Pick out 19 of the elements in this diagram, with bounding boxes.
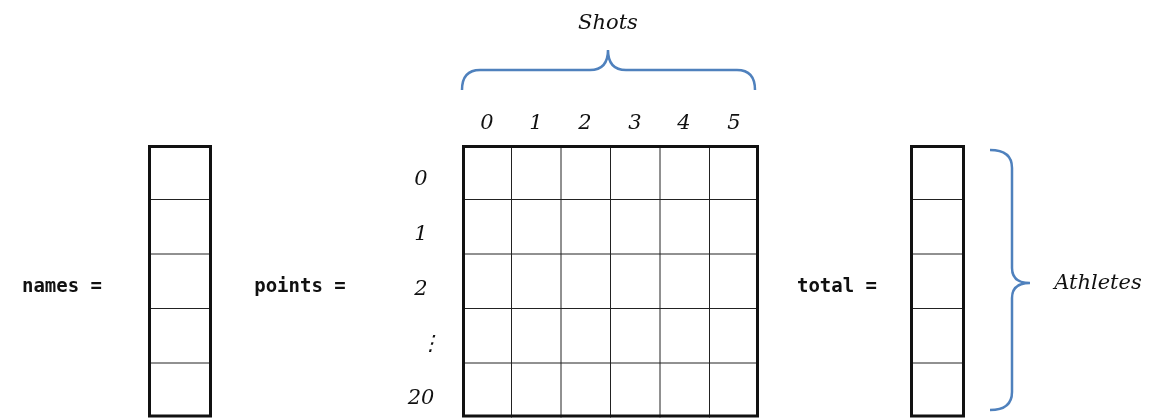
variable-name: names = (21, 274, 103, 296)
row-index: 0 (414, 166, 428, 190)
column-index: 2 (578, 110, 592, 134)
row-index: 1 (414, 221, 428, 245)
variable-name: points = (254, 274, 346, 296)
ellipsis: ⋮ (419, 331, 441, 355)
column-index: 3 (628, 110, 642, 134)
column-index: 4 (677, 110, 691, 134)
variable-name: total = (796, 274, 878, 296)
array-grid (148, 145, 212, 418)
row-index: 2 (414, 276, 428, 300)
axis-title: Athletes (1054, 270, 1142, 294)
array-grid (462, 145, 759, 418)
column-index: 0 (480, 110, 494, 134)
column-index: 1 (529, 110, 543, 134)
column-index: 5 (727, 110, 741, 134)
array-grid (910, 145, 965, 418)
axis-title: Shots (578, 10, 638, 34)
row-index: 20 (407, 385, 435, 409)
